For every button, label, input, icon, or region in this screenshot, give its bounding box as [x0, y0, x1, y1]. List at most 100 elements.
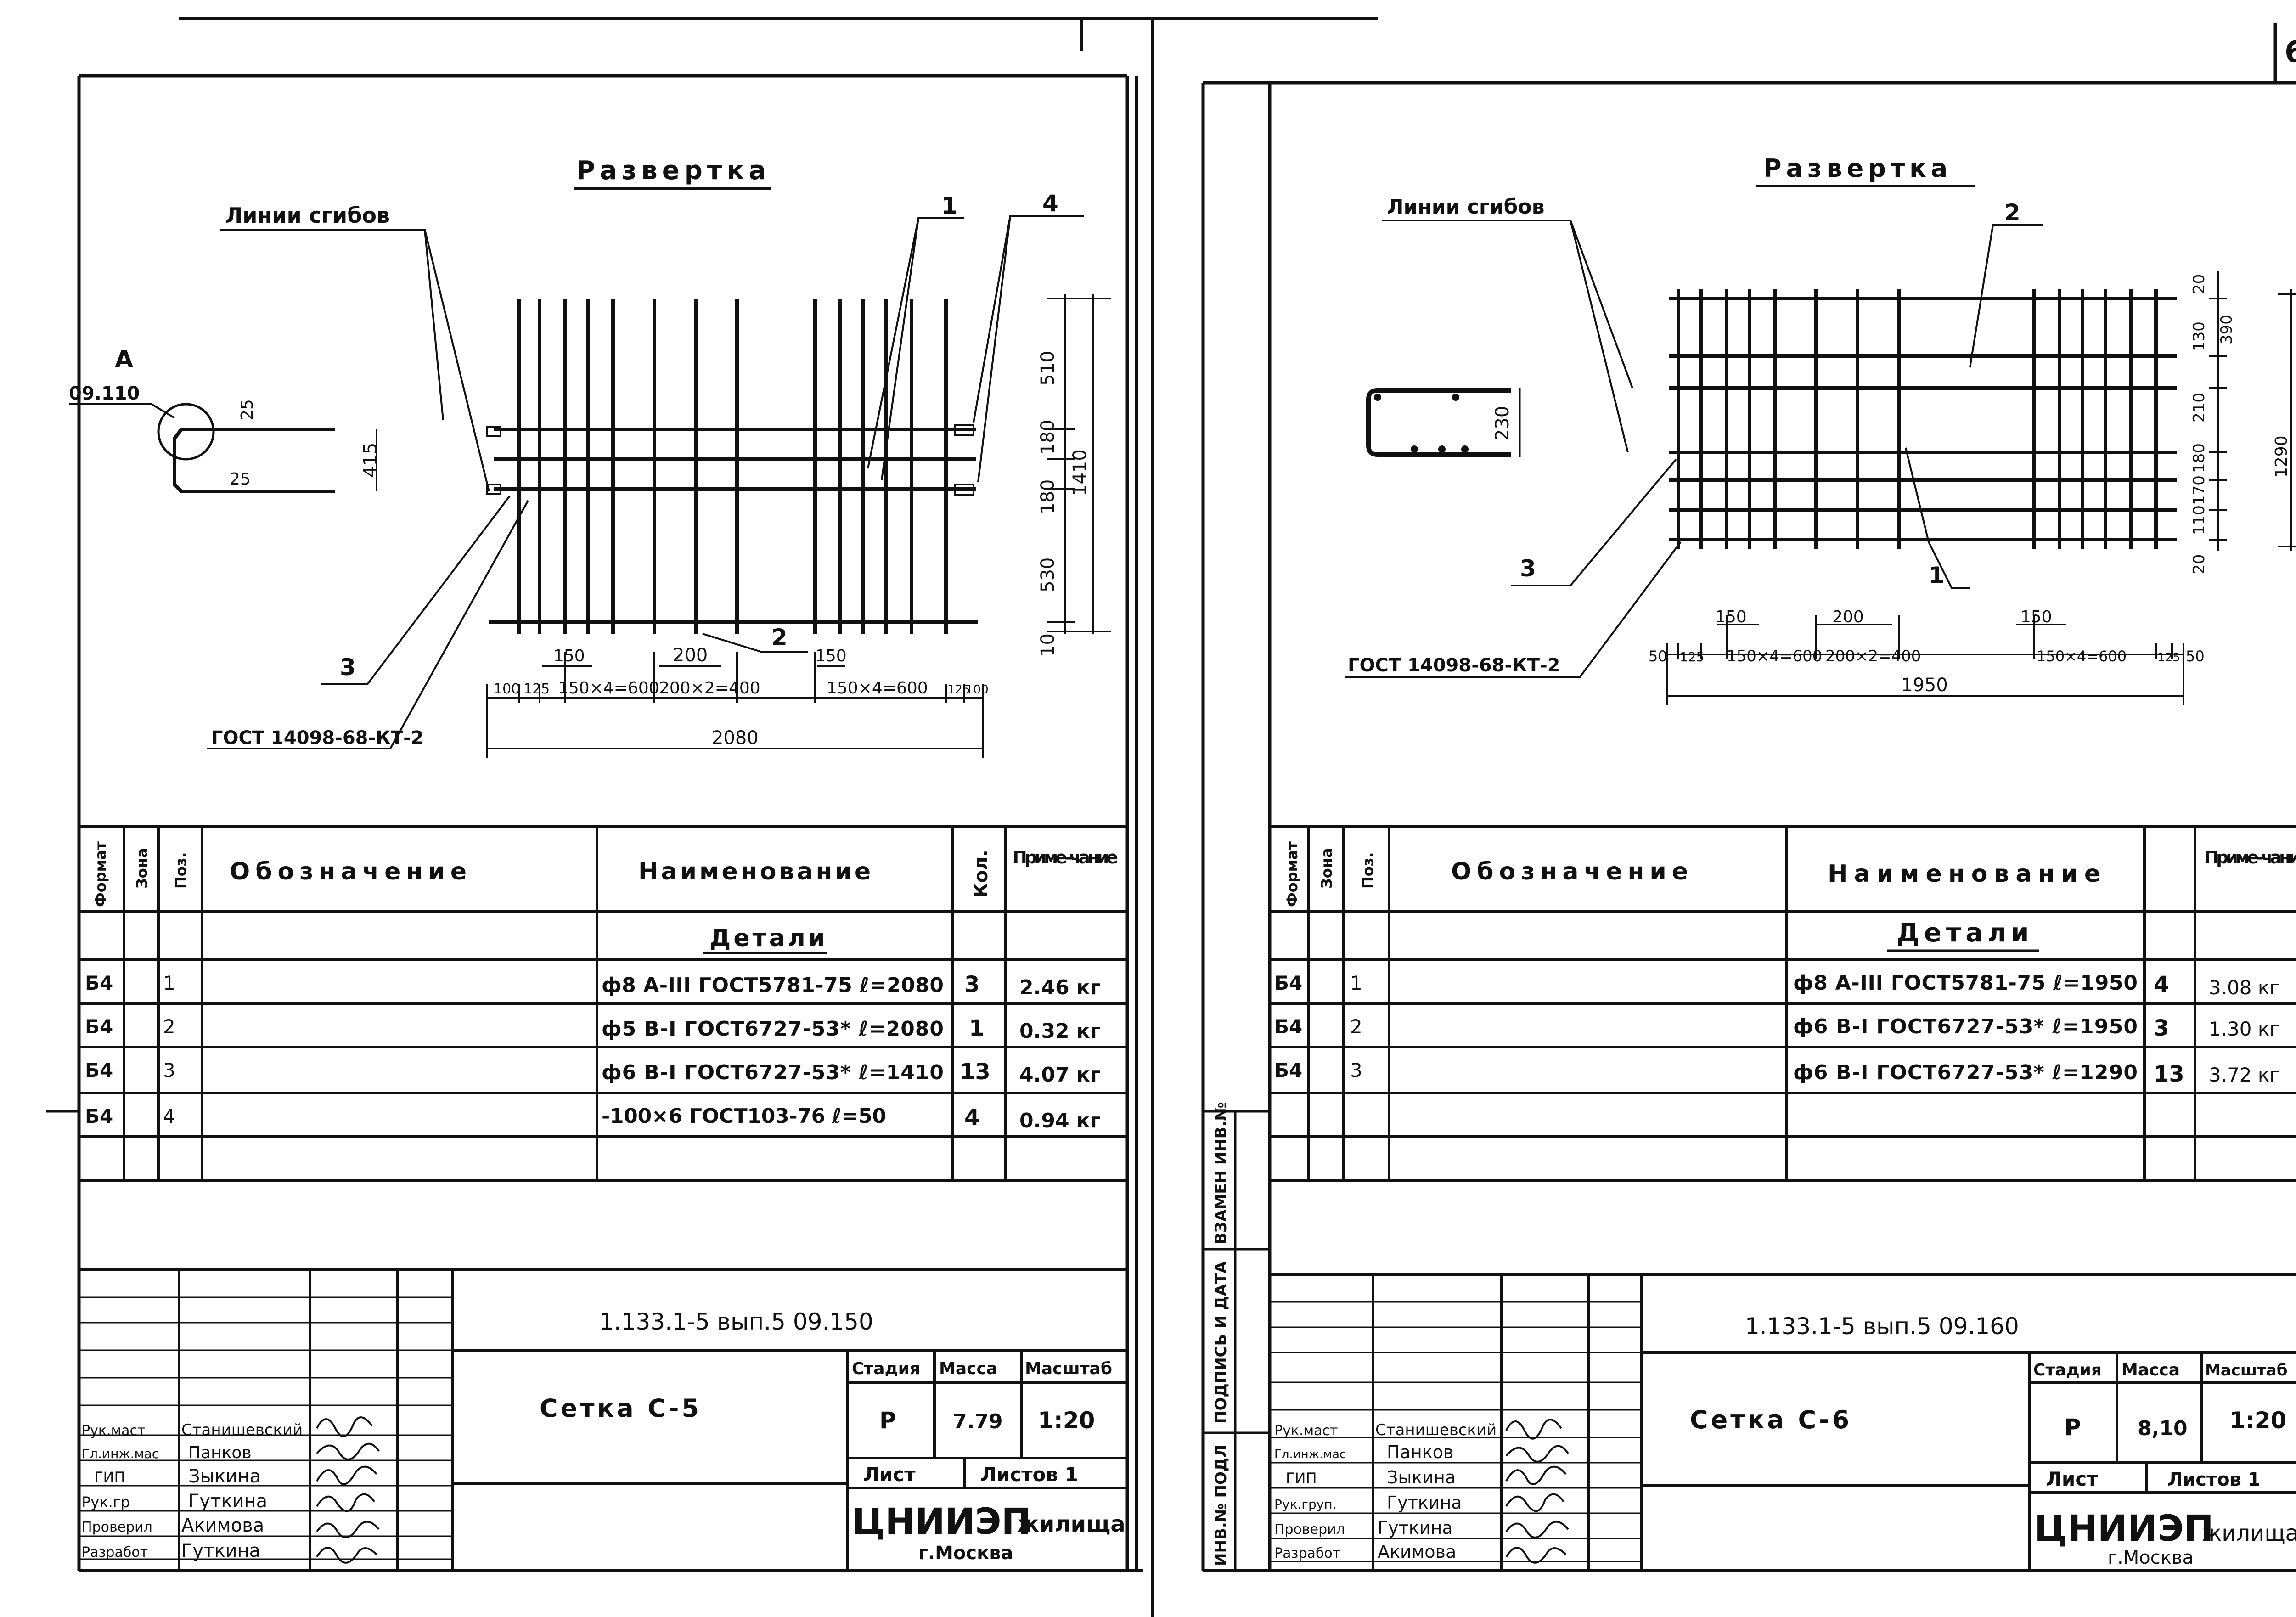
right-dim-v-180: 180 — [2190, 443, 2208, 473]
svg-text:Гуткина: Гуткина — [1387, 1493, 1462, 1513]
left-drawing-title: Развертка — [576, 156, 771, 186]
svg-text:Б4: Б4 — [85, 1105, 113, 1127]
svg-text:ф6 В-I ГОСТ6727-53* ℓ=1950: ф6 В-I ГОСТ6727-53* ℓ=1950 — [1793, 1015, 2138, 1038]
svg-text:Гл.инж.мас: Гл.инж.мас — [1274, 1448, 1346, 1461]
left-staff: Рук.маст Станишевский Гл.инж.мас Панков … — [82, 1421, 303, 1561]
right-callout-2: 2 — [2004, 199, 2020, 226]
right-stage: Р — [2064, 1414, 2081, 1441]
left-detail-circle — [157, 403, 215, 461]
left-spec-row-3: Б4 3 ф6 В-I ГОСТ6727-53* ℓ=1410 13 4.07 … — [85, 1059, 1101, 1087]
right-stage-label: Стадия — [2033, 1361, 2102, 1380]
right-dim-v-1290: 1290 — [2272, 435, 2291, 478]
left-dim-h-150b: 150 — [815, 647, 847, 665]
svg-text:4: 4 — [2154, 972, 2169, 997]
right-dim-h-125a: 125 — [1680, 649, 1704, 665]
left-hdr-qty: Кол. — [971, 850, 992, 898]
left-callout-1: 1 — [941, 192, 957, 219]
left-item-name: Сетка С-5 — [540, 1394, 702, 1423]
svg-text:13: 13 — [2154, 1061, 2184, 1087]
svg-text:ф5 В-I ГОСТ6727-53* ℓ=2080: ф5 В-I ГОСТ6727-53* ℓ=2080 — [602, 1017, 944, 1041]
svg-text:Рук.груп.: Рук.груп. — [1274, 1497, 1337, 1512]
right-section-title: Детали — [1896, 918, 2033, 948]
svg-text:1: 1 — [1350, 972, 1362, 994]
svg-text:Б4: Б4 — [1274, 1059, 1302, 1082]
left-dim-v-25a: 25 — [238, 399, 257, 420]
left-mesh — [489, 299, 978, 634]
left-detail-ref: А — [115, 346, 133, 373]
left-hdr-designation: Обозначение — [230, 858, 472, 885]
right-dim-h-50a: 50 — [1649, 648, 1667, 665]
svg-text:ф6 В-I ГОСТ6727-53* ℓ=1290: ф6 В-I ГОСТ6727-53* ℓ=1290 — [1793, 1061, 2138, 1084]
svg-text:Рук.гр: Рук.гр — [82, 1493, 130, 1511]
left-scale-label: Масштаб — [1025, 1359, 1112, 1378]
svg-text:Гуткина: Гуткина — [188, 1491, 267, 1512]
left-city: г.Москва — [918, 1543, 1013, 1564]
svg-text:Б4: Б4 — [85, 972, 113, 994]
svg-text:Станишевский: Станишевский — [181, 1421, 303, 1439]
right-spec-table: Формат Зона Поз. Обозначение Наименовани… — [1270, 825, 2296, 1182]
svg-text:Акимова: Акимова — [181, 1515, 264, 1536]
right-section-shape — [1366, 388, 1511, 457]
left-callout-2: 2 — [771, 624, 788, 651]
left-dim-v-510: 510 — [1037, 351, 1058, 386]
left-dim-v-530: 530 — [1037, 558, 1058, 592]
left-hdr-zone: Зона — [133, 848, 151, 889]
left-sheets-count: Листов 1 — [980, 1463, 1078, 1486]
svg-text:1: 1 — [969, 1015, 984, 1041]
right-city: г.Москва — [2108, 1547, 2194, 1568]
svg-text:Станишевский: Станишевский — [1375, 1421, 1497, 1439]
svg-text:3.72 кг: 3.72 кг — [2209, 1064, 2279, 1086]
right-spec-row-2: Б4 2 ф6 В-I ГОСТ6727-53* ℓ=1950 3 1.30 к… — [1274, 1015, 2279, 1041]
right-dim-v-20a: 20 — [2190, 274, 2208, 294]
left-callout-3: 3 — [340, 654, 356, 681]
right-org-suffix: жилища — [2202, 1521, 2296, 1546]
right-mass-label: Масса — [2122, 1361, 2180, 1380]
svg-text:Гуткина: Гуткина — [1378, 1518, 1453, 1538]
svg-text:ГИП: ГИП — [94, 1469, 125, 1486]
left-dim-v-25b: 25 — [230, 470, 251, 489]
left-dim-h-125b: 125 — [947, 683, 970, 697]
right-drawing-title: Развертка — [1763, 154, 1952, 183]
svg-text:0.32 кг: 0.32 кг — [1019, 1020, 1101, 1043]
svg-text:4: 4 — [964, 1105, 979, 1131]
right-hdr-zone: Зона — [1318, 848, 1335, 889]
left-drawing: Развертка Линии сгибов А 09.110 25 25 41… — [69, 156, 1111, 758]
left-callout-4: 4 — [1042, 190, 1058, 217]
sheet-frames — [77, 17, 2296, 1617]
svg-text:2: 2 — [1350, 1015, 1362, 1038]
svg-text:Б4: Б4 — [1274, 972, 1302, 994]
left-detail-sheet: 09.110 — [69, 383, 140, 404]
left-org-suffix: жилища — [1017, 1511, 1125, 1537]
right-spec-row-1: Б4 1 ф8 А-III ГОСТ5781-75 ℓ=1950 4 3.08 … — [1274, 971, 2279, 999]
svg-text:0.94 кг: 0.94 кг — [1019, 1109, 1101, 1132]
left-scale: 1:20 — [1038, 1407, 1095, 1434]
right-org: ЦНИИЭП — [2034, 1508, 2214, 1549]
svg-text:Проверил: Проверил — [82, 1519, 152, 1535]
svg-text:ф8 А-III ГОСТ5781-75 ℓ=2080: ф8 А-III ГОСТ5781-75 ℓ=2080 — [602, 974, 944, 997]
svg-text:3.08 кг: 3.08 кг — [2209, 976, 2279, 999]
right-scale-label: Масштаб — [2205, 1361, 2287, 1380]
left-dim-v-415: 415 — [360, 443, 381, 478]
right-dim-v-20b: 20 — [2190, 554, 2208, 574]
side-stamp: ИНВ.№ ПОДЛ ПОДПИСЬ И ДАТА ВЗАМЕН ИНВ.№ — [1203, 1102, 1270, 1571]
svg-text:2: 2 — [163, 1015, 175, 1038]
left-signatures — [316, 1416, 380, 1564]
svg-text:Акимова: Акимова — [1378, 1542, 1456, 1562]
svg-text:Рук.маст: Рук.маст — [1274, 1423, 1338, 1439]
svg-text:1.30 кг: 1.30 кг — [2209, 1018, 2279, 1040]
right-standard-label: ГОСТ 14098-68-КТ-2 — [1348, 655, 1560, 676]
svg-text:4: 4 — [163, 1105, 175, 1127]
svg-text:3: 3 — [964, 972, 979, 997]
svg-text:Разработ: Разработ — [82, 1544, 148, 1561]
right-dim-v-110: 110 — [2190, 505, 2208, 535]
right-signatures — [1505, 1419, 1569, 1564]
left-dim-h-100b: 100 — [966, 683, 989, 697]
left-dim-h-2080: 2080 — [712, 727, 759, 749]
left-spec-row-1: Б4 1 ф8 А-III ГОСТ5781-75 ℓ=2080 3 2.46 … — [85, 972, 1101, 999]
left-sheet-label: Лист — [863, 1463, 916, 1486]
right-dim-h-600a: 150×4=600 — [1727, 647, 1822, 665]
right-doc-code: 1.133.1-5 вып.5 09.160 — [1745, 1313, 2019, 1340]
left-mass-label: Масса — [939, 1359, 997, 1378]
left-dim-h-400: 200×2=400 — [659, 679, 760, 698]
right-item-name: Сетка С-6 — [1690, 1405, 1852, 1434]
